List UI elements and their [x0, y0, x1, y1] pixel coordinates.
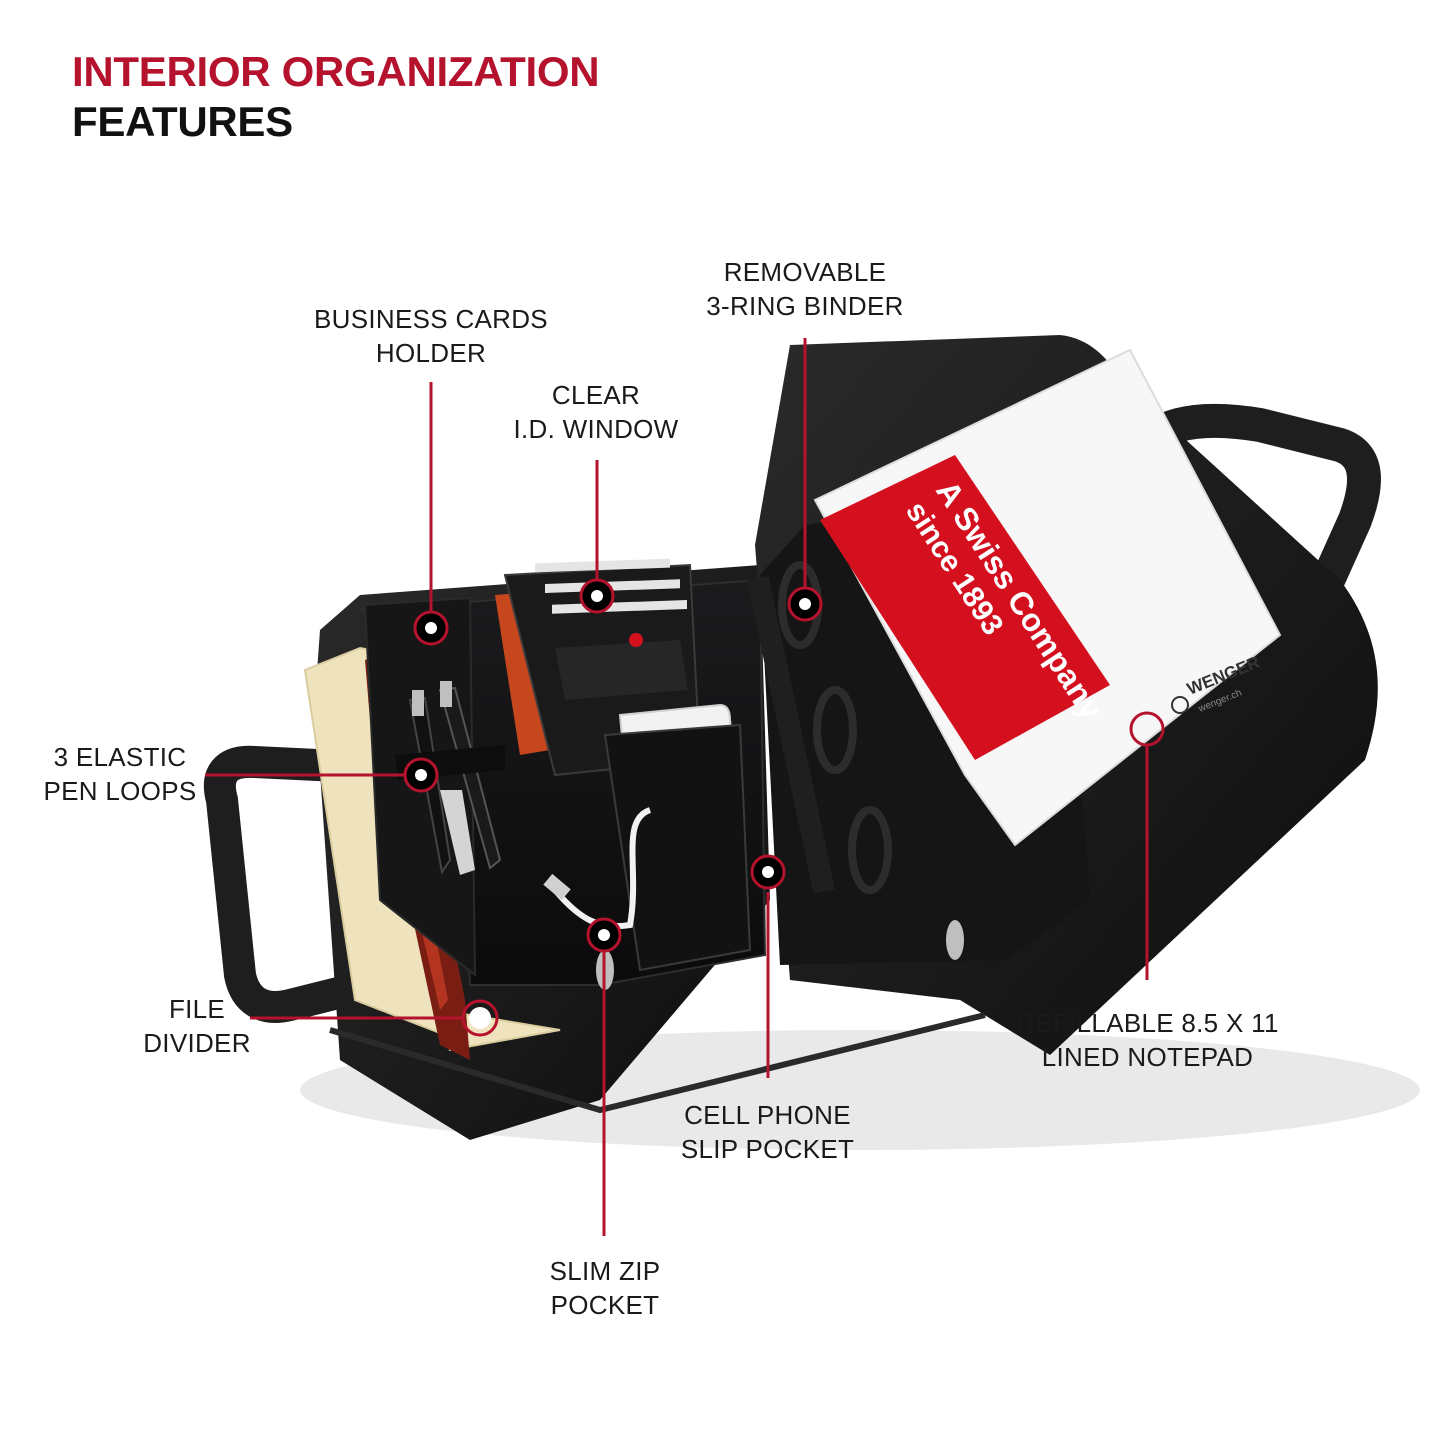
callout-notepad: REFILLABLE 8.5 X 11 LINED NOTEPAD [1000, 1006, 1295, 1074]
left-handle [203, 745, 436, 1023]
usb-cable [552, 807, 652, 930]
callout-phone-pocket-line2: SLIP POCKET [680, 1134, 855, 1164]
callout-zip-pocket-line1: SLIM ZIP [549, 1256, 661, 1286]
callout-file-divider-line1: FILE [168, 994, 226, 1024]
callout-pen-loops-line2: PEN LOOPS [43, 776, 197, 806]
callout-notepad-line2: LINED NOTEPAD [1041, 1042, 1254, 1072]
callout-pen-loops: 3 ELASTIC PEN LOOPS [36, 740, 204, 808]
callout-file-divider-line2: DIVIDER [143, 1028, 251, 1058]
callout-business-cards-line2: HOLDER [375, 338, 487, 368]
callout-business-cards-line1: BUSINESS CARDS [314, 304, 548, 334]
brand-cross-icon [1171, 696, 1189, 714]
callout-business-cards: BUSINESS CARDS HOLDER [300, 302, 562, 370]
callout-notepad-line1: REFILLABLE 8.5 X 11 [1016, 1008, 1279, 1038]
callout-zip-pocket: SLIM ZIP POCKET [520, 1254, 690, 1322]
callout-ring-binder-line2: 3-RING BINDER [706, 291, 904, 321]
callout-id-window-line2: I.D. WINDOW [513, 414, 679, 444]
callout-phone-pocket-line1: CELL PHONE [684, 1100, 851, 1130]
callout-pen-loops-line1: 3 ELASTIC [53, 742, 187, 772]
page-title: INTERIOR ORGANIZATION [72, 48, 600, 95]
page-subtitle: FEATURES [72, 98, 293, 145]
callout-phone-pocket: CELL PHONE SLIP POCKET [660, 1098, 875, 1166]
phone-pocket-flap [603, 723, 752, 972]
red-binder-cover [820, 455, 1110, 760]
callout-id-window-line1: CLEAR [551, 380, 641, 410]
callout-zip-pocket-line2: POCKET [550, 1290, 660, 1320]
zipper-pull-icon [596, 950, 614, 990]
callout-file-divider: FILE DIVIDER [136, 992, 258, 1060]
wenger-badge [629, 633, 643, 647]
zip-track [329, 1012, 986, 1114]
callout-id-window: CLEAR I.D. WINDOW [490, 378, 702, 446]
callout-ring-binder: REMOVABLE 3-RING BINDER [690, 255, 920, 323]
binder-rings [778, 561, 892, 894]
callout-ring-binder-line1: REMOVABLE [723, 257, 887, 287]
